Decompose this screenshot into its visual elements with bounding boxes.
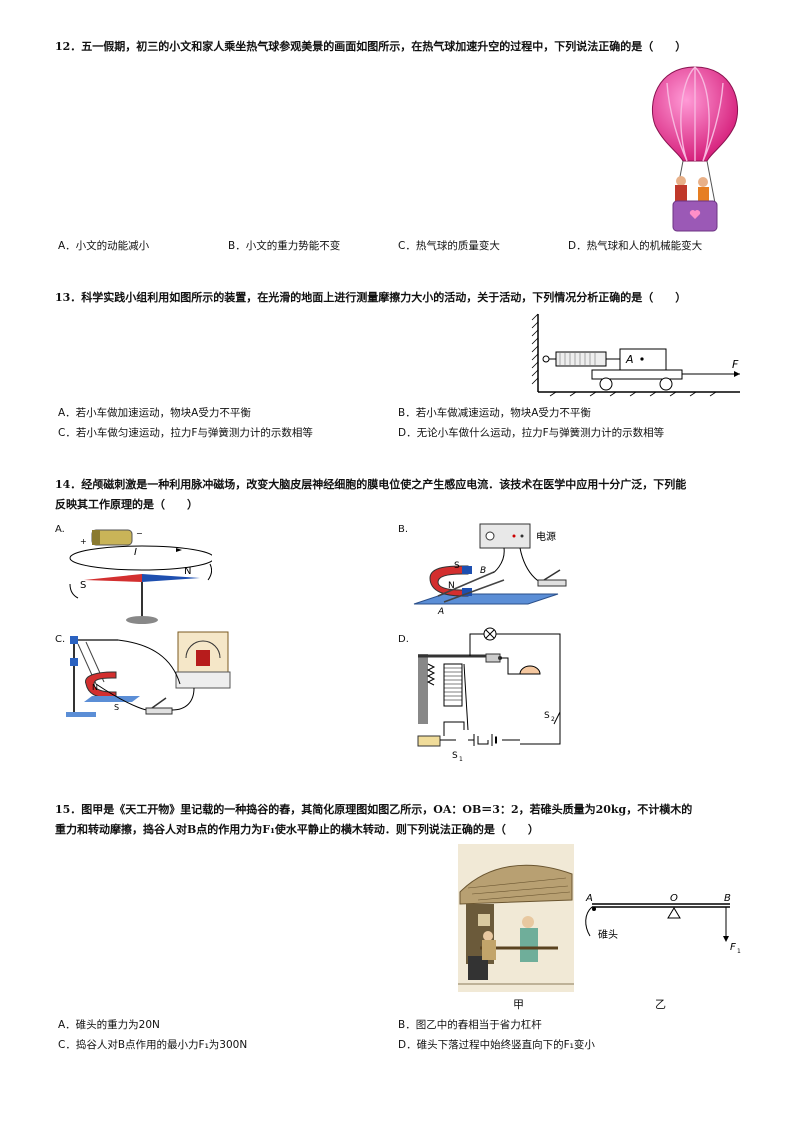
svg-text:B: B: [724, 893, 731, 904]
svg-text:S: S: [80, 580, 86, 591]
svg-text:碓头: 碓头: [598, 928, 618, 941]
q15-stem-line1: 15．图甲是《天工开物》里记载的一种捣谷的舂，其简化原理图如图乙所示，OA：OB…: [55, 803, 693, 816]
q15-option-c[interactable]: C．捣谷人对B点作用的最小力F₁为300N: [58, 1039, 248, 1051]
q15-option-d[interactable]: D．碓头下落过程中始终竖直向下的F₁变小: [398, 1039, 595, 1051]
block-a-label: A: [625, 353, 634, 366]
svg-text:N: N: [184, 566, 191, 577]
svg-text:S: S: [544, 711, 550, 721]
svg-text:1: 1: [459, 756, 463, 763]
svg-text:O: O: [670, 893, 678, 904]
svg-text:A: A: [437, 607, 444, 616]
q13-option-c[interactable]: C．若小车做匀速运动，拉力F与弹簧测力计的示数相等: [58, 427, 313, 439]
svg-text:+: +: [80, 537, 87, 546]
q14-option-d-letter[interactable]: D.: [398, 634, 409, 645]
figure-jia-caption: 甲: [513, 998, 524, 1011]
q15-stem-line2: 重力和转动摩擦，捣谷人对B点的作用力为F₁使水平静止的横木转动．则下列说法正确的…: [55, 823, 539, 836]
electromagnetic-relay-figure: S 2 S 1: [417, 627, 561, 763]
figure-yi-caption: 乙: [655, 998, 666, 1011]
q14-option-c-letter[interactable]: C.: [55, 634, 66, 645]
q13-stem: 13．科学实践小组利用如图所示的装置，在光滑的地面上进行测量摩擦力大小的活动，关…: [55, 291, 687, 304]
svg-text:S: S: [114, 703, 119, 712]
motor-experiment-figure: 电源 S N B A: [413, 523, 567, 616]
q13-option-a[interactable]: A．若小车做加速运动，物块A受力不平衡: [58, 407, 251, 419]
force-f-label: F: [732, 358, 739, 371]
hot-air-balloon-figure: [651, 66, 739, 232]
induction-experiment-figure: N S: [66, 631, 231, 717]
q15-option-a[interactable]: A．碓头的重力为20N: [58, 1019, 160, 1031]
oersted-experiment-figure: + − I S N: [69, 529, 212, 624]
q14-option-a-letter[interactable]: A.: [55, 524, 65, 535]
svg-text:−: −: [136, 529, 143, 538]
svg-text:S: S: [452, 751, 458, 761]
svg-text:2: 2: [551, 716, 555, 723]
svg-text:A: A: [585, 893, 593, 904]
q14-stem-line1: 14．经颅磁刺激是一种利用脉冲磁场，改变大脑皮层神经细胞的膜电位使之产生感应电流…: [55, 478, 687, 491]
q15-option-b[interactable]: B．图乙中的舂相当于省力杠杆: [398, 1019, 542, 1031]
lever-diagram-figure: A O B 碓头 F 1: [585, 893, 741, 955]
q12-option-b[interactable]: B．小文的重力势能不变: [228, 240, 341, 252]
q12-option-d[interactable]: D．热气球和人的机械能变大: [568, 240, 703, 252]
svg-text:B: B: [480, 566, 486, 576]
svg-text:1: 1: [737, 948, 741, 955]
friction-apparatus-figure: A F: [531, 313, 740, 397]
svg-text:N: N: [92, 683, 98, 692]
q14-option-b-letter[interactable]: B.: [398, 524, 409, 535]
tiangong-kaiwu-illustration: [458, 844, 574, 992]
q14-stem-line2: 反映其工作原理的是（ ）: [55, 498, 198, 511]
q12-option-c[interactable]: C．热气球的质量变大: [398, 240, 500, 252]
q12-stem: 12．五一假期，初三的小文和家人乘坐热气球参观美景的画面如图所示，在热气球加速升…: [55, 40, 687, 53]
q13-option-d[interactable]: D．无论小车做什么运动，拉力F与弹簧测力计的示数相等: [398, 427, 665, 439]
svg-text:F: F: [730, 942, 736, 953]
q13-option-b[interactable]: B．若小车做减速运动，物块A受力不平衡: [398, 407, 591, 419]
svg-text:N: N: [448, 581, 455, 591]
q12-option-a[interactable]: A．小文的动能减小: [58, 240, 150, 252]
svg-text:电源: 电源: [536, 530, 556, 543]
svg-text:I: I: [134, 547, 137, 558]
svg-text:S: S: [454, 561, 460, 571]
